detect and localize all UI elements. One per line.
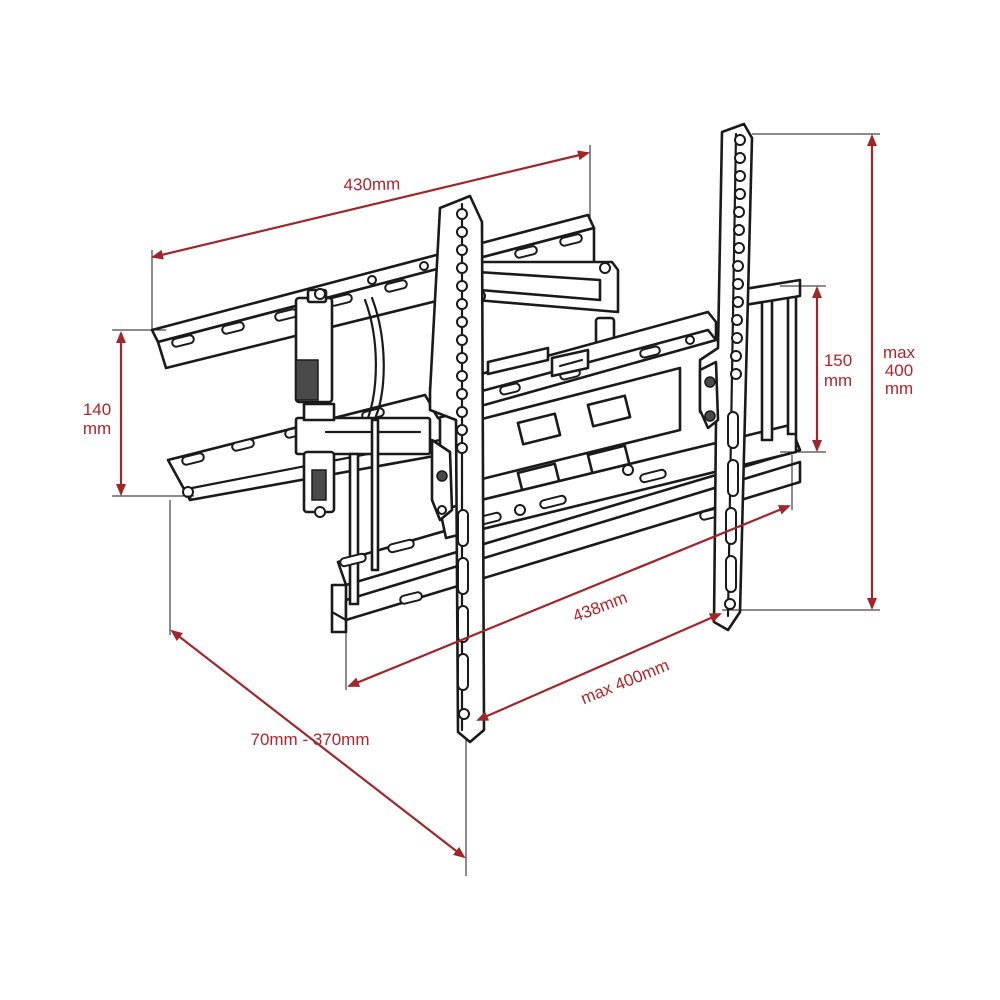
right-vesa-bar <box>698 122 754 632</box>
extension-label: 70mm - 370mm <box>250 730 369 749</box>
vesa-vertical-label-value: 400 <box>885 361 913 380</box>
top-width-arrow <box>151 150 590 260</box>
center-tilt-box <box>476 366 682 496</box>
bottom-width-label: 438mm <box>570 588 630 626</box>
left-vesa-bar <box>428 194 486 744</box>
arm-height-label-unit: mm <box>824 371 852 390</box>
vesa-horizontal-label: max 400mm <box>578 656 672 709</box>
top-width-label: 430mm <box>343 175 400 195</box>
left-pivot-column <box>294 288 432 606</box>
wall-plate-height-label-value: 140 <box>83 400 111 419</box>
vesa-vertical-label-unit: mm <box>885 379 913 398</box>
arm-height-label-value: 150 <box>824 351 852 370</box>
vesa-horizontal-arrow <box>476 612 722 722</box>
wall-plate-height-label-unit: mm <box>83 419 111 438</box>
extension-arrow <box>170 629 466 859</box>
dimension-arrows <box>116 134 877 859</box>
vesa-vertical-label-max: max <box>883 343 916 362</box>
front-upper-crossbar <box>428 310 718 420</box>
upper-swing-arm <box>468 260 620 362</box>
wall-mount-drawing <box>150 122 802 744</box>
